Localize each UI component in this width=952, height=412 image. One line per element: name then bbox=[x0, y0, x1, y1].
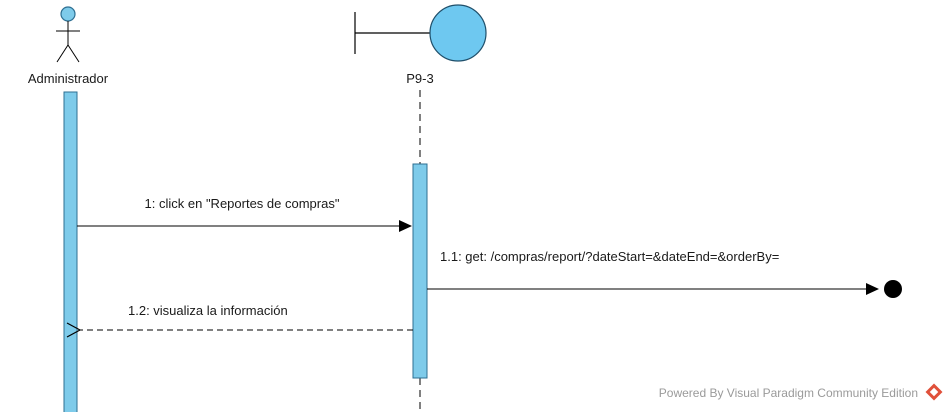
lost-message-endpoint bbox=[884, 280, 902, 298]
boundary-icon bbox=[354, 4, 487, 62]
message-1-label: 1: click en "Reportes de compras" bbox=[145, 196, 340, 211]
message-1-2-label: 1.2: visualiza la información bbox=[128, 303, 288, 318]
actor-icon bbox=[56, 6, 80, 63]
boundary-activation-bar bbox=[412, 163, 428, 379]
visual-paradigm-logo-icon bbox=[925, 383, 943, 401]
watermark-text: Powered By Visual Paradigm Community Edi… bbox=[659, 386, 918, 400]
message-1-1-label: 1.1: get: /compras/report/?dateStart=&da… bbox=[440, 249, 779, 264]
actor-label: Administrador bbox=[28, 71, 109, 86]
actor-activation-bar bbox=[63, 91, 78, 412]
boundary-label: P9-3 bbox=[406, 71, 433, 86]
